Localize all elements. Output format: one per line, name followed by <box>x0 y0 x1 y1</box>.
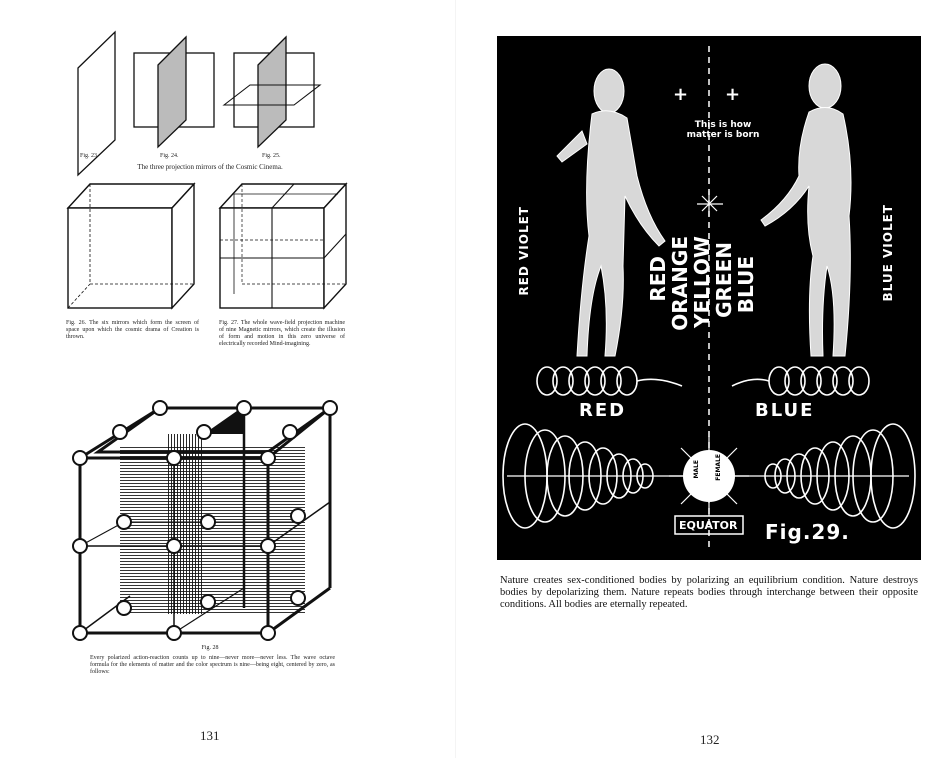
fig25-diagram <box>222 35 322 149</box>
page-number-right: 132 <box>700 732 720 747</box>
fig24-label: Fig. 24. <box>160 153 179 159</box>
fig28-label: Fig. 28 <box>201 645 219 651</box>
fig26-caption: Fig. 26. The six mirrors which form the … <box>66 320 199 340</box>
plate-spectrum-blue: BLUE <box>734 256 758 314</box>
plate-blue-violet: BLUE VIOLET <box>881 204 895 302</box>
fig28-diagram <box>72 400 338 641</box>
plate-spectrum-orange: ORANGE <box>668 236 692 331</box>
plate-plus-left: + <box>673 84 689 105</box>
fig26-cube <box>66 182 196 310</box>
fig23-diagram <box>77 30 116 177</box>
plate-blue-label: BLUE <box>755 400 815 421</box>
plate-born-line1: This is how <box>694 120 752 130</box>
fig23-label: Fig. 23. <box>80 153 99 159</box>
plate-plus-right: + <box>725 84 741 105</box>
fig24-diagram <box>133 35 215 149</box>
fig29-caption: Nature creates sex-conditioned bodies by… <box>500 575 918 610</box>
plate-spectrum-yellow: YELLOW <box>690 236 714 328</box>
fig28-caption: Every polarized action-reaction counts u… <box>90 655 335 675</box>
figs-23-25-caption: The three projection mirrors of the Cosm… <box>137 163 283 171</box>
plate-spectrum-green: GREEN <box>712 242 736 318</box>
plate-red-violet: RED VIOLET <box>517 206 531 296</box>
page-number-left: 131 <box>200 728 220 743</box>
gutter <box>455 0 456 758</box>
plate-spectrum-red: RED <box>646 256 670 302</box>
plate-red-label: RED <box>579 400 627 421</box>
left-page: Fig. 23. Fig. 24. Fig. 25. The three pro… <box>0 0 470 758</box>
plate-artwork <box>502 46 916 551</box>
fig27-caption: Fig. 27. The whole wave-field projection… <box>219 320 345 347</box>
fig25-label: Fig. 25. <box>262 153 281 159</box>
fig29-plate: + + This is how matter is born RED VIOLE… <box>497 36 921 560</box>
fig27-cube <box>218 182 348 310</box>
plate-fig-label: Fig.29. <box>765 520 850 544</box>
plate-female-label: FEMALE <box>715 454 722 481</box>
plate-born-line2: matter is born <box>686 130 760 140</box>
plate-male-label: MALE <box>693 460 700 479</box>
plate-equator-label: EQUATOR <box>679 519 738 532</box>
